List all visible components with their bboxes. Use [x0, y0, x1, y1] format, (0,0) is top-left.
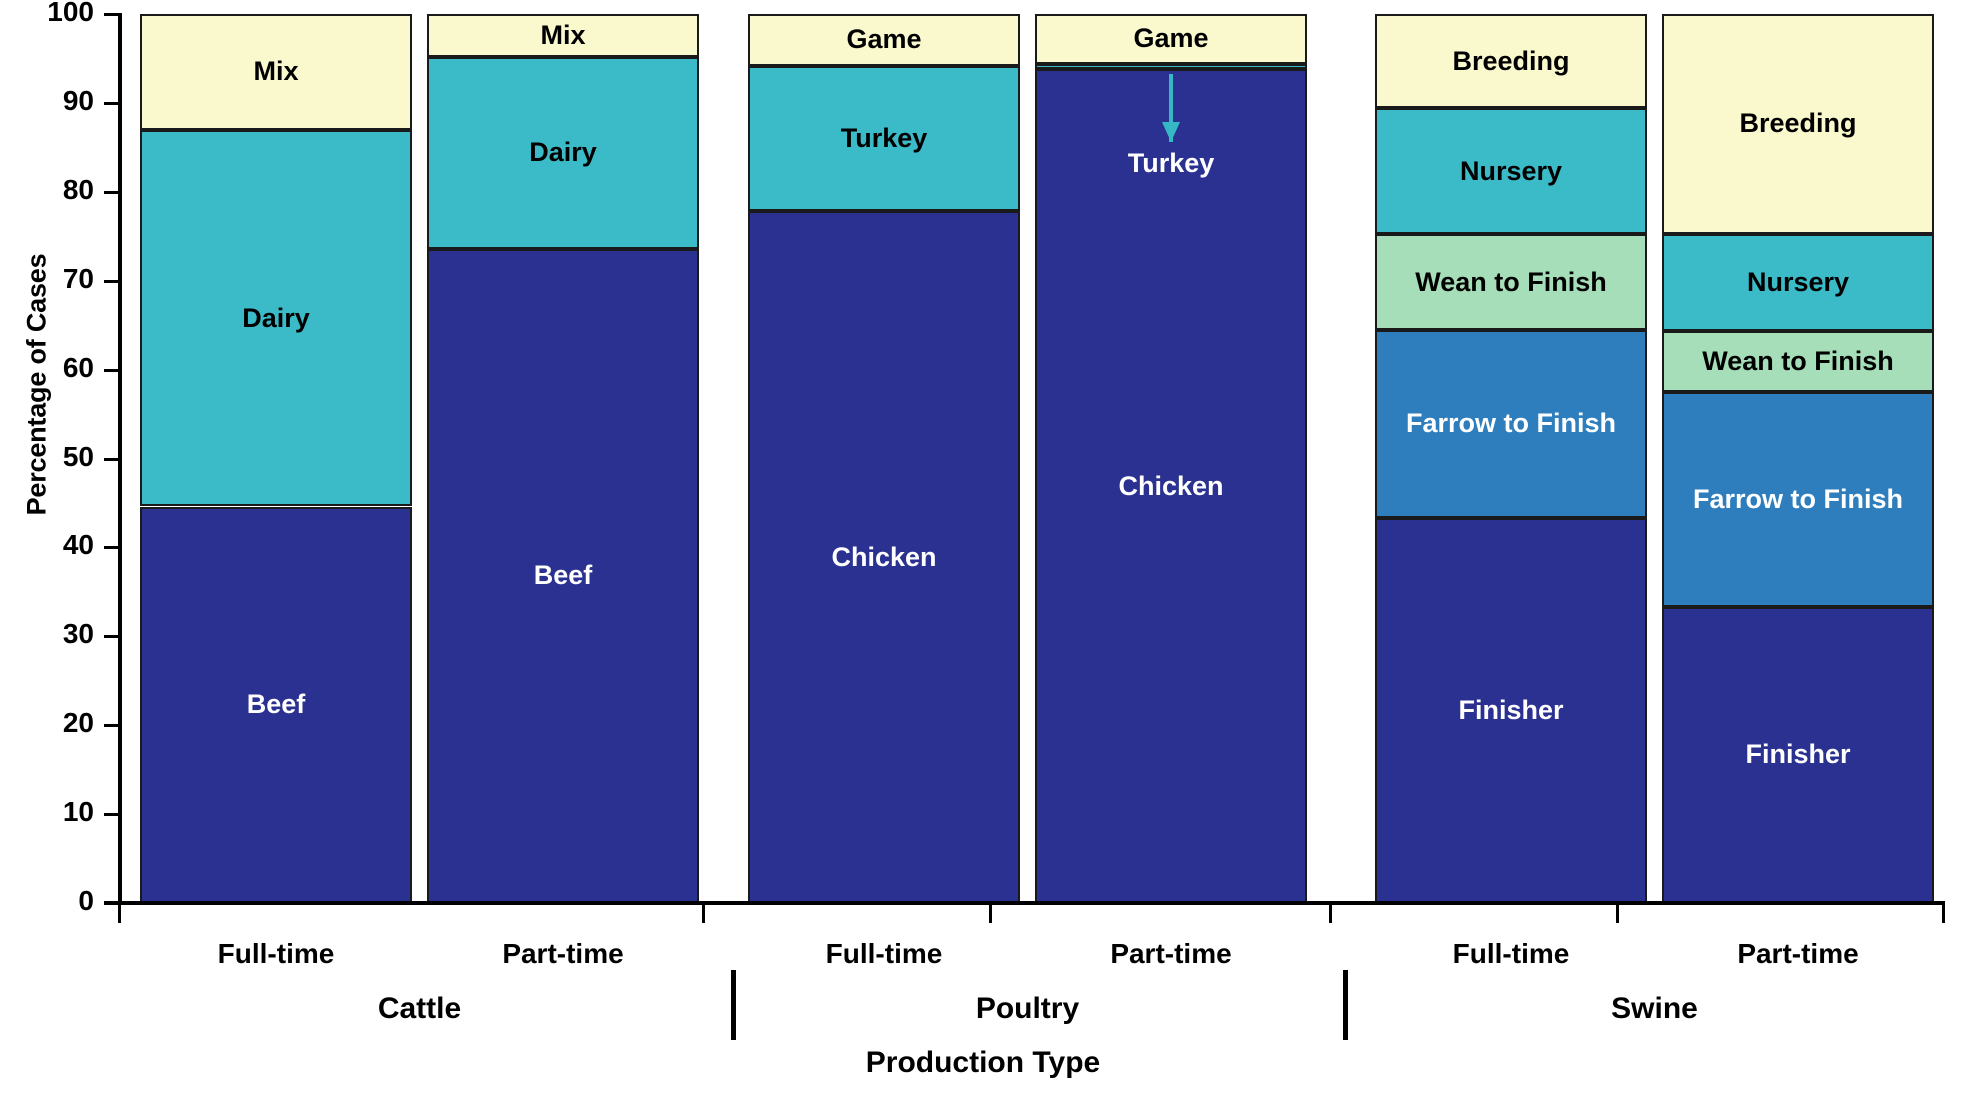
bar-segment[interactable]: Finisher	[1662, 606, 1934, 903]
y-axis-tick-label: 0	[78, 885, 94, 916]
bar-segment-label: Dairy	[529, 137, 597, 168]
x-axis-category-label: Full-time	[217, 938, 335, 969]
x-axis-category-label: Part-time	[502, 938, 624, 969]
stacked-bar[interactable]: Finisher Farrow to Finish Wean to Finish Nu…	[1375, 14, 1647, 903]
bar-segment-label: Finisher	[1458, 695, 1564, 726]
x-axis-category-label: Part-time	[1737, 938, 1859, 969]
bar-segment[interactable]: Nursery	[1662, 233, 1934, 332]
x-axis-group-label: Swine	[1611, 992, 1698, 1025]
y-axis-tick-label: 60	[62, 351, 94, 383]
y-axis-tick-label: 70	[62, 262, 94, 294]
bar-segment[interactable]: Wean to Finish	[1375, 234, 1647, 330]
y-axis-tick-label: 20	[62, 707, 94, 739]
bar-segment[interactable]: Chicken	[1035, 69, 1307, 903]
bar-segment-label: Mix	[540, 19, 586, 50]
x-axis-tick	[1616, 901, 1619, 923]
turkey-callout-label: Turkey	[1127, 147, 1215, 178]
bar-segment[interactable]	[1035, 63, 1307, 70]
x-axis-tick	[989, 901, 992, 923]
bar-segment[interactable]: Dairy	[427, 56, 699, 249]
x-axis-tick	[118, 901, 121, 923]
bar-segment[interactable]: Farrow to Finish	[1375, 329, 1647, 519]
bar-segment[interactable]: Game	[1035, 14, 1307, 64]
bar-segment[interactable]: Dairy	[140, 129, 412, 507]
x-axis-tick	[1942, 901, 1945, 923]
y-axis-tick	[104, 13, 122, 16]
y-axis-tick-label: 90	[62, 84, 94, 116]
bar-segment-label: Breeding	[1739, 108, 1857, 139]
bar-segment-label: Game	[1133, 23, 1209, 54]
x-axis-title: Production Type	[865, 1046, 1101, 1079]
y-axis-tick	[104, 368, 122, 372]
x-axis-category-label: Full-time	[1452, 938, 1570, 969]
bar-segment[interactable]: Nursery	[1375, 108, 1647, 235]
y-axis-tick	[104, 279, 122, 283]
y-axis-tick	[104, 546, 122, 550]
bar-segment-label: Game	[846, 24, 922, 55]
x-axis-group-label: Poultry	[975, 992, 1080, 1025]
bar-segment-label: Nursery	[1746, 266, 1850, 297]
bar-segment[interactable]: Farrow to Finish	[1662, 391, 1934, 607]
y-axis-tick	[104, 190, 122, 194]
stacked-bar[interactable]: Finisher Farrow to Finish Wean to Finish Nu…	[1662, 14, 1934, 903]
bar-segment-label: Beef	[533, 560, 593, 591]
y-axis-tick-label: 30	[62, 618, 94, 650]
bar-segment-label: Farrow to Finish	[1692, 483, 1903, 514]
y-axis-tick-label: 40	[62, 529, 94, 561]
bar-segment[interactable]: Turkey	[748, 65, 1020, 212]
bar-segment[interactable]: Mix	[140, 14, 412, 130]
bar-segment-label: Turkey	[840, 122, 928, 153]
bar-segment[interactable]: Finisher	[1375, 518, 1647, 903]
y-axis-tick	[104, 813, 122, 817]
bar-segment[interactable]: Game	[748, 14, 1020, 66]
x-axis-category-label: Part-time	[1110, 938, 1232, 969]
bar-segment-label: Breeding	[1452, 45, 1570, 76]
bar-segment[interactable]: Beef	[140, 506, 412, 903]
y-axis-tick-label: 80	[62, 173, 94, 205]
bar-segment-label: Beef	[246, 689, 306, 720]
group-separator	[1343, 970, 1348, 1040]
bar-segment[interactable]: Breeding	[1662, 14, 1934, 234]
bar-segment-label: Chicken	[831, 541, 937, 572]
x-axis-tick	[1329, 901, 1332, 923]
bar-segment[interactable]: Wean to Finish	[1662, 331, 1934, 392]
bar-segment-label: Wean to Finish	[1415, 266, 1607, 297]
x-axis-tick	[702, 901, 705, 923]
x-axis-line	[104, 901, 1944, 905]
group-separator	[731, 970, 736, 1040]
x-axis-category-label: Full-time	[825, 938, 943, 969]
bar-segment-label: Chicken	[1118, 470, 1224, 501]
bar-segment[interactable]: Breeding	[1375, 14, 1647, 109]
y-axis-tick	[104, 101, 122, 105]
x-axis-group-label: Cattle	[377, 992, 462, 1025]
bar-segment[interactable]: Chicken	[748, 211, 1020, 903]
bar-segment[interactable]: Beef	[427, 248, 699, 903]
bar-segment-label: Nursery	[1459, 155, 1563, 186]
y-axis-tick-label: 50	[62, 440, 94, 472]
bar-segment-label: Wean to Finish	[1702, 346, 1894, 377]
bar-segment-label: Mix	[253, 56, 299, 87]
bar-segment-label: Finisher	[1745, 739, 1851, 770]
y-axis-tick-label: 100	[47, 0, 94, 27]
bar-segment-label: Farrow to Finish	[1405, 408, 1616, 439]
stacked-bar[interactable]: Chicken Turkey Game	[748, 14, 1020, 903]
y-axis-tick	[104, 724, 122, 728]
bar-segment[interactable]: Mix	[427, 14, 699, 57]
y-axis-tick	[104, 457, 122, 461]
bar-segment-label: Dairy	[242, 302, 310, 333]
stacked-bar[interactable]: Beef Dairy Mix	[427, 14, 699, 903]
stacked-bar[interactable]: Beef Dairy Mix	[140, 14, 412, 903]
y-axis-tick	[104, 635, 122, 639]
y-axis-tick-label: 10	[62, 796, 94, 828]
